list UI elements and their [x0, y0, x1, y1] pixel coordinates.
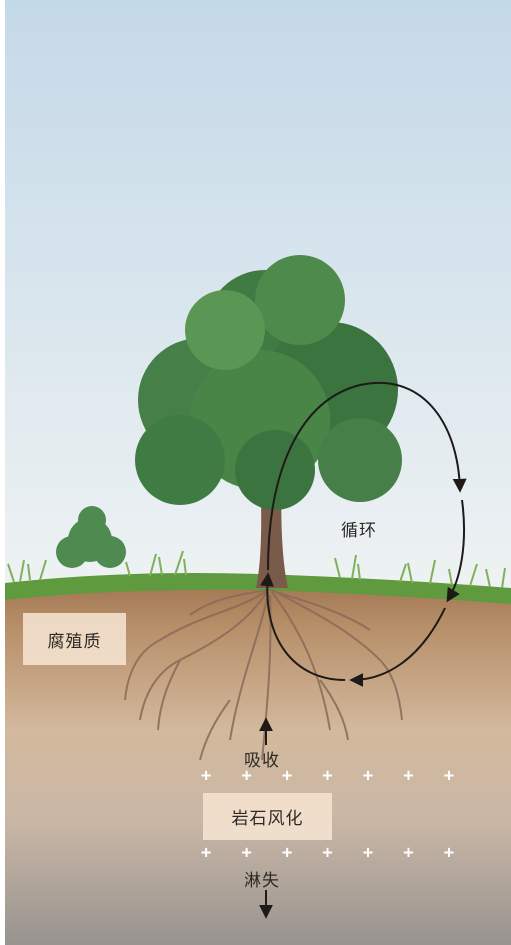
weathering-plus-top: + + + + + + + [201, 766, 465, 786]
leaching-label: 淋失 [244, 871, 280, 891]
cycle-arrow-right [446, 499, 465, 603]
humus-label: 腐殖质 [23, 613, 126, 665]
cycle-label: 循环 [341, 521, 377, 541]
roots [124, 589, 403, 761]
grass-strip [5, 573, 511, 604]
cycle-arrow-lower [349, 607, 446, 687]
small-bush [56, 506, 126, 568]
weathering-label: 岩石风化 [203, 793, 332, 840]
weathering-plus-bottom: + + + + + + + [201, 843, 465, 863]
tree-canopy [135, 255, 402, 510]
cycle-arrow-return [260, 572, 346, 681]
grass-blades [7, 550, 506, 589]
absorb-label: 吸收 [244, 751, 280, 771]
cycle-arrow-upper [267, 382, 467, 571]
